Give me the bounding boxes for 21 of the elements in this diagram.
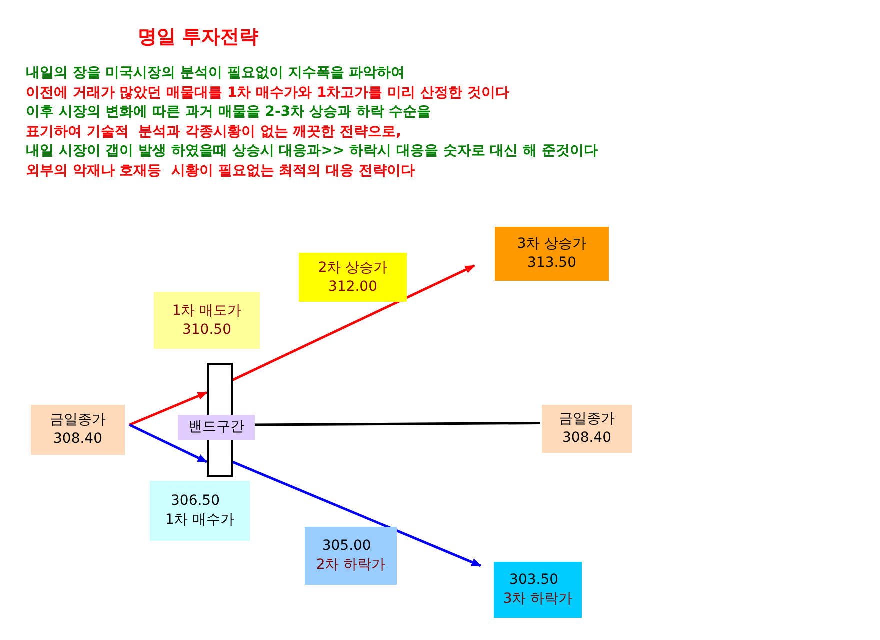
- description-line: 내일 시장이 갭이 발생 하였을때 상승시 대응과>> 하락시 대응을 숫자로 대신 해 준것이다: [26, 142, 598, 160]
- price-box: 306.50 1차 매수가: [150, 481, 250, 541]
- description-line: 내일의 장을 미국시장의 분석이 필요없이 지수폭을 파악하여: [26, 64, 406, 82]
- arrow: [232, 461, 482, 568]
- connector-line: [255, 422, 540, 426]
- description-line: 표기하여 기술적 분석과 각종시황이 없는 깨끗한 전략으로,: [26, 122, 402, 140]
- diagram-title: 명일 투자전략: [138, 25, 259, 50]
- description-line: 이전에 거래가 많았던 매물대를 1차 매수가와 1차고가를 미리 산정한 것이다: [26, 84, 510, 102]
- price-box: 금일종가 308.40: [542, 405, 632, 453]
- price-box: 2차 상승가 312.00: [299, 253, 407, 302]
- band-label-box: 밴드구간: [178, 415, 255, 440]
- price-box: 3차 상승가 313.50: [495, 227, 609, 281]
- price-box: 1차 매도가 310.50: [154, 292, 260, 349]
- description-line: 외부의 악재나 호재등 시황이 필요없는 최적의 대응 전략이다: [26, 162, 415, 180]
- arrow: [129, 391, 208, 426]
- description-line: 이후 시장의 변화에 따른 과거 매물을 2-3차 상승과 하락 수순을: [26, 103, 432, 121]
- arrow: [129, 424, 208, 464]
- arrow: [232, 264, 476, 382]
- price-box: 303.50 3차 하락가: [494, 562, 582, 618]
- price-box: 305.00 2차 하락가: [305, 527, 397, 585]
- price-box: 금일종가 308.40: [31, 405, 125, 455]
